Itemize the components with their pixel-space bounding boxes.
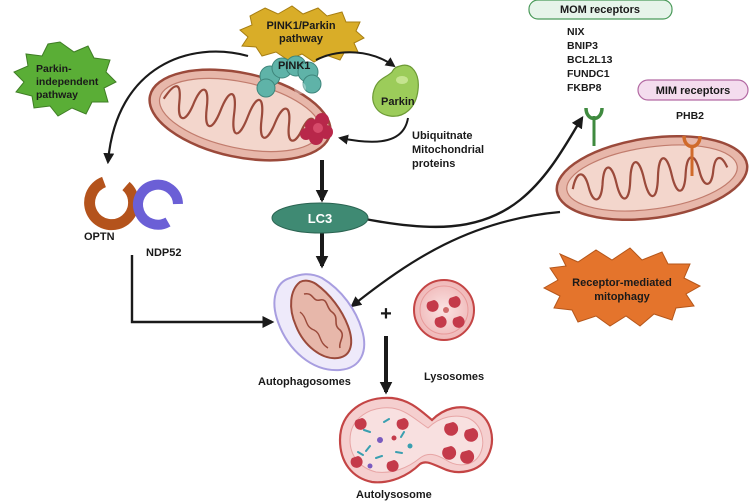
mom-receptor-bnip3: BNIP3 [567, 40, 598, 52]
autophagosome [273, 273, 366, 372]
arrow-to-optn [103, 50, 249, 165]
mim-receptors-box: MIM receptors [637, 79, 749, 101]
ubiquitinate-label-line2: Mitochondrial [412, 144, 484, 156]
lc3-label: LC3 [308, 211, 333, 226]
receptor-mediated-label-line2: mitophagy [594, 291, 650, 303]
left-mitochondrion [148, 68, 332, 162]
mom-receptor-fundc1: FUNDC1 [567, 68, 610, 80]
arrow-lc3-to-mom-receptors [359, 115, 584, 229]
mom-receptors-title: MOM receptors [560, 4, 640, 16]
pink1-parkin-pathway-badge: PINK1/Parkin pathway [239, 5, 365, 63]
parkin-independent-label-line3: pathway [36, 89, 78, 101]
autolysosome [338, 396, 493, 484]
parkin-protein [372, 64, 419, 117]
ubiquitin-cluster [300, 113, 333, 145]
receptor-mediated-star-shape [542, 247, 702, 327]
pink1-protein [256, 55, 322, 98]
mom-receptor-fkbp8: FKBP8 [567, 82, 602, 94]
ubiquitinate-label-line3: proteins [412, 158, 455, 170]
parkin-independent-pathway-badge: Parkin- independent pathway [13, 41, 117, 117]
arrow-right-mito-to-autophagosome [350, 210, 561, 308]
ndp52-receptor [133, 179, 183, 230]
receptor-mediated-label-line1: Receptor-mediated [572, 277, 672, 289]
lysosome [413, 279, 475, 341]
plus-sign: + [380, 303, 392, 325]
mim-receptors-title: MIM receptors [656, 85, 731, 97]
mom-receptor-nix: NIX [567, 26, 585, 38]
mom-receptor-bcl2l13: BCL2L13 [567, 54, 613, 66]
autolysosome-label: Autolysosome [356, 489, 432, 501]
pink1-parkin-label-line1: PINK1/Parkin [266, 20, 335, 32]
optn-label: OPTN [84, 231, 115, 243]
phb2-receptor-protein [682, 135, 702, 176]
lc3-protein: LC3 [271, 202, 369, 234]
mom-receptors-box: MOM receptors [528, 0, 673, 20]
mom-receptors-list: NIX BNIP3 BCL2L13 FUNDC1 FKBP8 [567, 26, 613, 94]
parkin-independent-label-line2: independent [36, 76, 99, 88]
ndp52-label: NDP52 [146, 247, 181, 259]
arrow-pink1-to-parkin [315, 51, 396, 68]
parkin-label: Parkin [381, 96, 415, 108]
lysosomes-label: Lysosomes [424, 371, 484, 383]
ubiquitinate-label-line1: Ubiquitnate [412, 130, 473, 142]
pink1-parkin-label-line2: pathway [279, 33, 324, 45]
arrow-parkin-to-ubiquitin [338, 117, 409, 145]
optn-receptor [84, 176, 140, 231]
autophagosomes-label: Autophagosomes [258, 376, 351, 388]
phb2-label: PHB2 [676, 110, 704, 122]
parkin-independent-label-line1: Parkin- [36, 63, 72, 75]
mom-receptor-protein [584, 107, 604, 146]
arrow-optn-to-autophagosome [130, 255, 275, 328]
pink1-parkin-star-shape [239, 5, 365, 63]
parkin-independent-star-shape [13, 41, 117, 117]
right-mitochondrion [555, 134, 749, 222]
receptor-mediated-mitophagy-badge: Receptor-mediated mitophagy [542, 247, 702, 327]
pink1-label: PINK1 [278, 60, 310, 72]
